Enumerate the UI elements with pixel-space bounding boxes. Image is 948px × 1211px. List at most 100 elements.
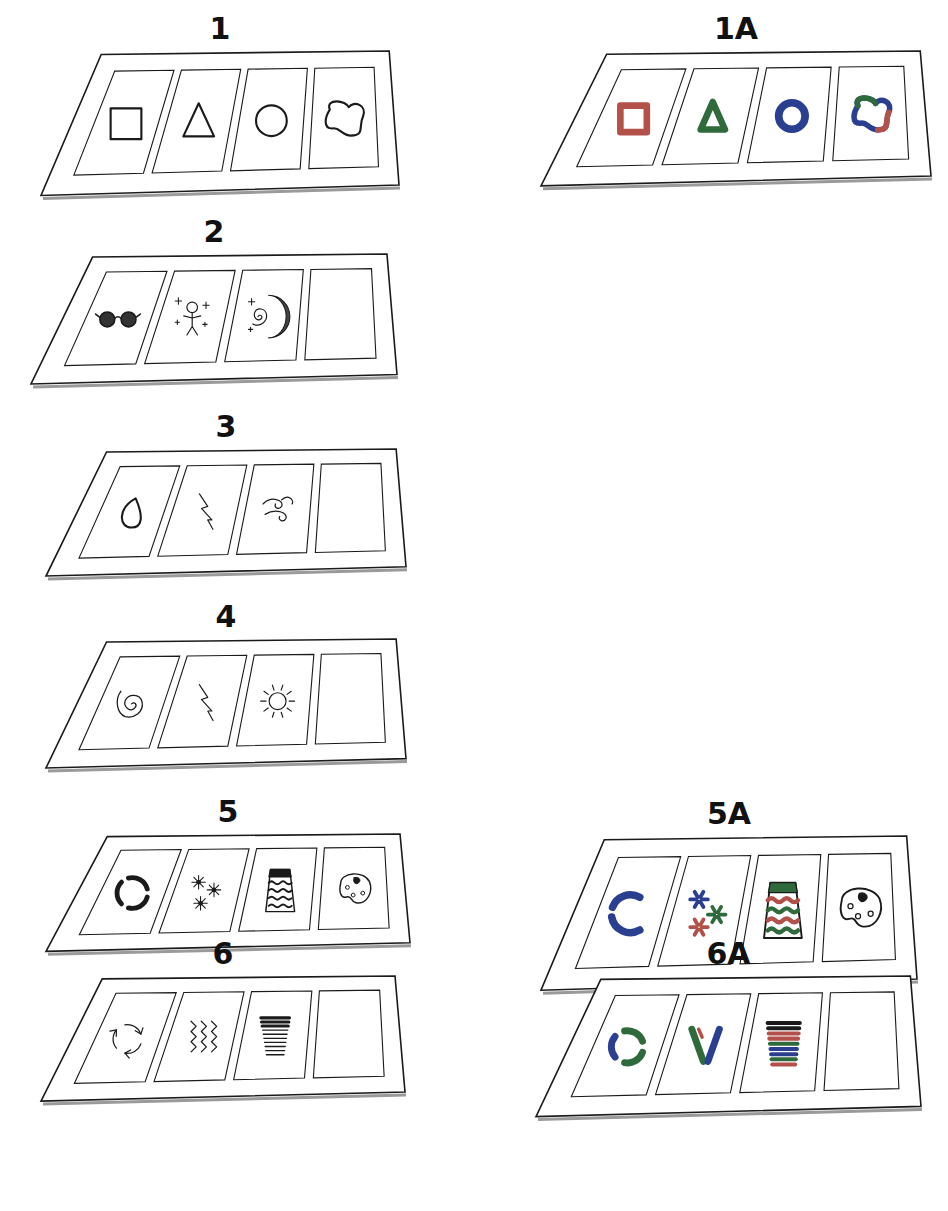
card-outline	[154, 992, 244, 1082]
tray-sketch	[45, 448, 407, 586]
icon-stroke	[269, 881, 292, 884]
tray-label: 1A	[540, 10, 932, 48]
card-outline	[239, 848, 317, 931]
icon-stroke	[708, 907, 726, 922]
icon-stroke	[768, 908, 798, 912]
icon-stroke	[690, 919, 708, 934]
icon-stroke	[770, 1042, 798, 1046]
tray-outline	[41, 976, 405, 1101]
icon-stroke	[768, 929, 798, 933]
icon-stroke	[764, 883, 802, 938]
card-icon	[199, 685, 213, 721]
icon-stroke	[110, 1028, 143, 1058]
tray-sketch	[540, 50, 932, 196]
icon-stroke	[690, 892, 708, 907]
card-icon	[690, 892, 725, 935]
card-outline	[152, 69, 241, 173]
tray-label: 5	[45, 793, 411, 831]
icon-stroke	[263, 497, 293, 521]
card-outline	[315, 654, 385, 744]
icon-stroke	[121, 312, 136, 327]
icon-stroke	[354, 877, 360, 883]
card-icon	[854, 98, 890, 130]
icon-stroke	[345, 885, 364, 897]
icon-stroke	[269, 889, 292, 892]
card-icon	[612, 895, 640, 933]
card-outline	[158, 465, 247, 556]
card-icon	[261, 1018, 290, 1055]
icon-stroke	[779, 103, 805, 129]
card-icon	[768, 1023, 800, 1064]
icon-stroke	[878, 112, 889, 130]
icon-stroke	[269, 869, 291, 877]
tray-sketch	[45, 638, 407, 778]
tray-outline	[46, 449, 406, 576]
card-icon	[122, 498, 141, 527]
icon-stroke	[769, 1037, 798, 1041]
icon-stroke	[768, 898, 798, 902]
icon-stroke	[117, 691, 142, 717]
card-outline	[234, 991, 312, 1080]
card-icon	[764, 883, 802, 938]
icon-stroke	[96, 314, 141, 318]
card-outline	[824, 992, 899, 1091]
tray-sketch	[40, 975, 406, 1111]
icon-stroke	[263, 1029, 288, 1030]
tray-panel: 1A	[540, 10, 932, 192]
card-outline	[662, 68, 758, 165]
card-icon	[611, 1031, 642, 1063]
card-icon	[779, 103, 805, 129]
icon-stroke	[768, 883, 797, 893]
icon-stroke	[625, 1031, 643, 1042]
card-icon	[841, 888, 881, 926]
icon-stroke	[841, 888, 881, 926]
icon-stroke	[175, 298, 209, 327]
card-icon	[191, 1021, 217, 1052]
icon-stroke	[269, 897, 292, 900]
icon-stroke	[340, 874, 371, 903]
card-icon	[261, 685, 295, 717]
tray-panel: 6A	[535, 935, 922, 1123]
icon-stroke	[192, 875, 221, 910]
card-icon	[175, 298, 209, 335]
tray-label: 3	[45, 408, 407, 446]
icon-stroke	[262, 1025, 288, 1028]
card-icon	[96, 312, 141, 327]
tray-label: 2	[30, 213, 398, 251]
icon-stroke	[253, 309, 267, 325]
icon-stroke	[269, 904, 292, 907]
card-icon	[266, 869, 295, 911]
card-outline	[309, 67, 379, 168]
card-outline	[318, 847, 389, 929]
icon-stroke	[263, 1034, 287, 1035]
card-outline	[740, 854, 821, 963]
icon-stroke	[768, 1026, 799, 1030]
tray-sketch	[535, 975, 922, 1127]
card-outline	[747, 67, 831, 163]
card-icon	[620, 106, 646, 132]
tray-panel: 4	[45, 598, 407, 774]
card-outline	[237, 654, 314, 746]
card-outline	[237, 464, 314, 554]
icon-stroke	[111, 108, 142, 139]
icon-stroke	[859, 893, 867, 901]
card-outline	[230, 68, 307, 171]
icon-stroke	[701, 102, 725, 130]
icon-stroke	[768, 918, 798, 922]
card-outline	[822, 853, 895, 961]
tray-label: 1	[40, 10, 400, 48]
tray-outline	[31, 254, 397, 384]
tray-panel: 2	[30, 213, 398, 390]
tray-panel: 3	[45, 408, 407, 582]
card-outline	[305, 269, 376, 360]
icon-stroke	[264, 1038, 287, 1039]
card-icon	[111, 108, 142, 139]
icon-stroke	[261, 685, 295, 717]
icon-stroke	[625, 1052, 643, 1063]
icon-stroke	[768, 1021, 800, 1025]
tray-panel: 5	[45, 793, 411, 957]
icon-stroke	[269, 693, 286, 710]
icon-stroke	[248, 299, 254, 332]
tray-label: 6A	[535, 935, 922, 973]
